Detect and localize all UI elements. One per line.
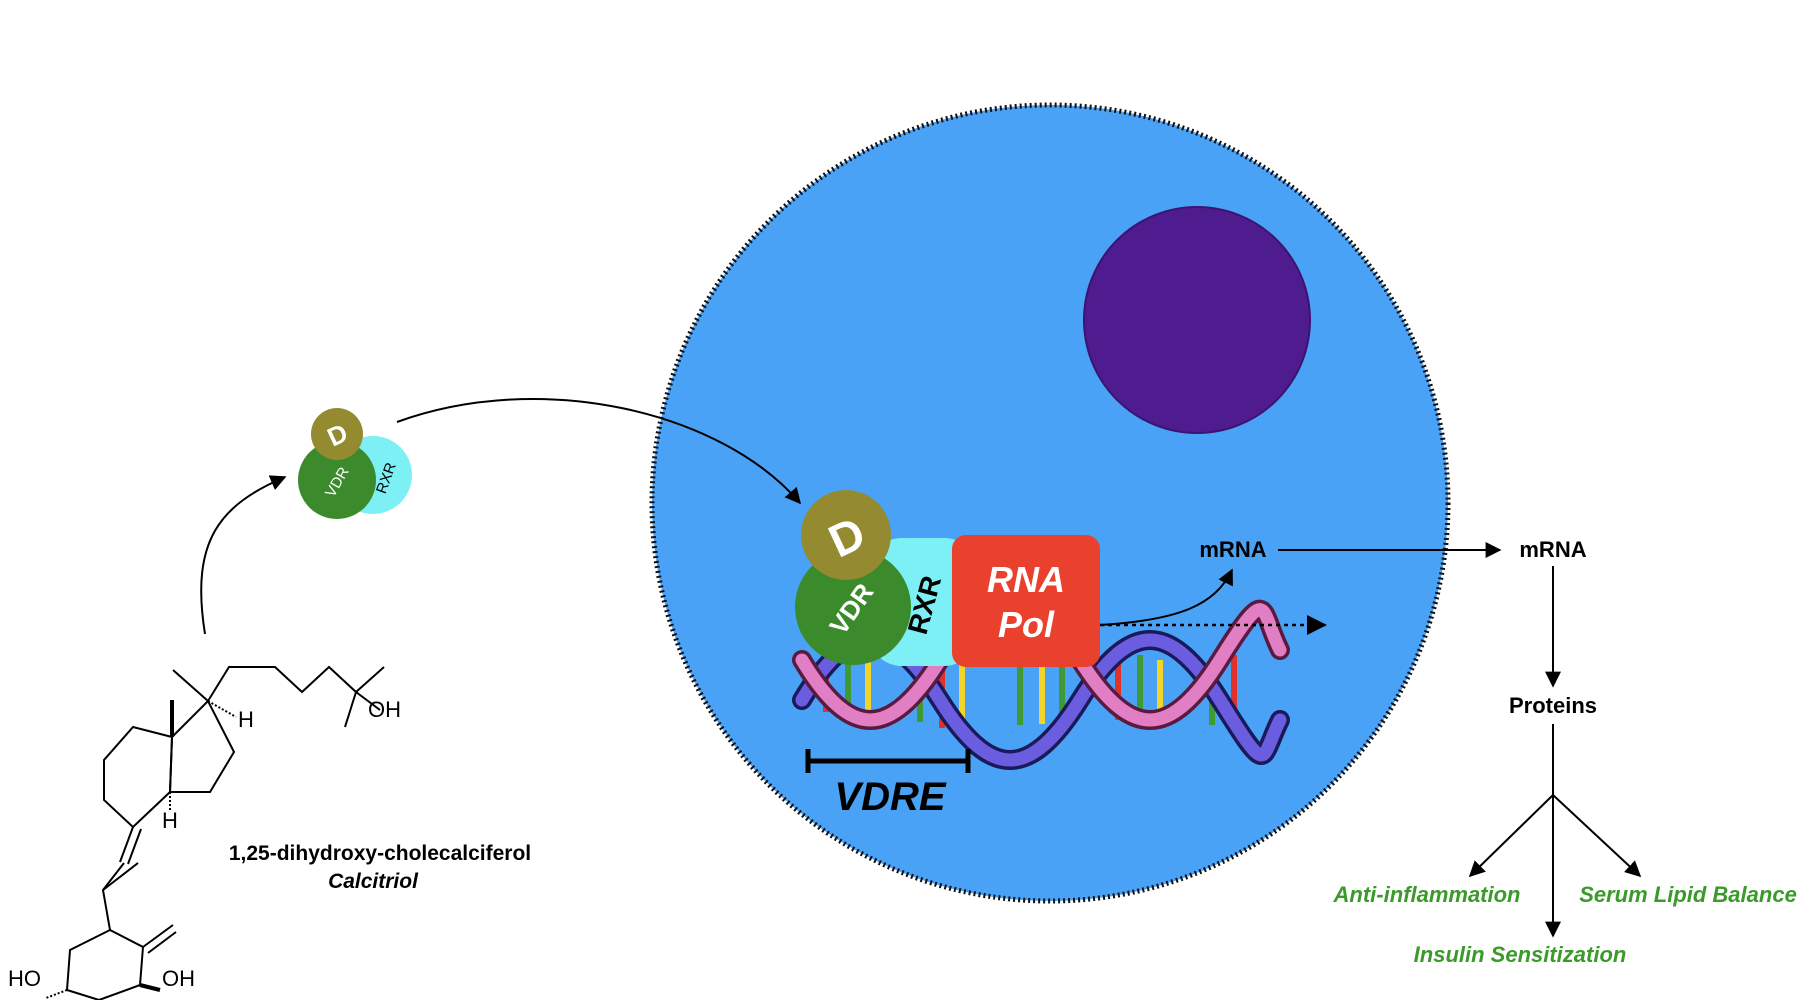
outcome-insulin-sensitization: Insulin Sensitization bbox=[1414, 942, 1627, 967]
vdr-large bbox=[795, 549, 911, 665]
atom-ho-left: HO bbox=[8, 966, 41, 991]
exo-methylene-a bbox=[142, 924, 174, 948]
calcitriol-structure bbox=[45, 665, 385, 1000]
atom-oh-side-chain: OH bbox=[368, 697, 401, 722]
rna-pol bbox=[952, 535, 1100, 667]
cell-membrane bbox=[649, 102, 1451, 904]
arrow-to-anti-inflammation bbox=[1468, 794, 1554, 878]
small-complex: D VDR RXR bbox=[298, 408, 412, 519]
ring-a bbox=[65, 928, 145, 1000]
atom-h-lower: H bbox=[162, 808, 178, 833]
arrow-molecule-to-complex bbox=[200, 475, 287, 635]
mrna-inside: mRNA bbox=[1199, 537, 1266, 562]
atom-oh-ring: OH bbox=[162, 966, 195, 991]
cell bbox=[649, 102, 1451, 904]
outcome-serum-lipid-balance: Serum Lipid Balance bbox=[1579, 882, 1797, 907]
ring-d bbox=[168, 699, 236, 793]
outcome-anti-inflammation: Anti-inflammation bbox=[1333, 882, 1521, 907]
ho-bond bbox=[45, 989, 68, 999]
rna-pol-label-1: RNA bbox=[987, 559, 1065, 600]
methyl-25a bbox=[344, 691, 357, 728]
arrow-pol-to-mrna bbox=[1099, 568, 1233, 626]
proteins-label: Proteins bbox=[1509, 693, 1597, 718]
atom-h-upper: H bbox=[238, 707, 254, 732]
cell-body bbox=[652, 105, 1448, 901]
exo-methylene-b bbox=[147, 931, 177, 954]
vdre-label: VDRE bbox=[834, 775, 946, 819]
h-17-bond bbox=[207, 700, 237, 718]
triene-chain bbox=[101, 862, 125, 931]
exo-double-1b bbox=[127, 828, 142, 865]
nuclear-complex: D VDR RXR RNA Pol bbox=[795, 490, 1100, 667]
arrow-to-serum-lipid bbox=[1552, 794, 1642, 878]
molecule-name: 1,25-dihydroxy-cholecalciferol bbox=[229, 842, 531, 865]
d-small bbox=[311, 408, 363, 460]
arrow-complex-to-nucleus bbox=[396, 398, 802, 505]
exo-double-1a bbox=[119, 826, 134, 863]
vdr-small bbox=[298, 441, 376, 519]
nucleolus bbox=[1083, 206, 1311, 434]
mrna-outside: mRNA bbox=[1519, 537, 1586, 562]
rna-pol-label-2: Pol bbox=[998, 604, 1055, 645]
oh-ring-bond bbox=[139, 983, 161, 992]
side-chain bbox=[207, 665, 385, 702]
molecule-common-name: Calcitriol bbox=[328, 870, 419, 893]
vdre-bracket bbox=[805, 749, 971, 773]
methyl-20 bbox=[172, 669, 209, 702]
methyl-25b bbox=[355, 691, 381, 711]
d-large bbox=[801, 490, 891, 580]
triene-double bbox=[102, 862, 139, 891]
